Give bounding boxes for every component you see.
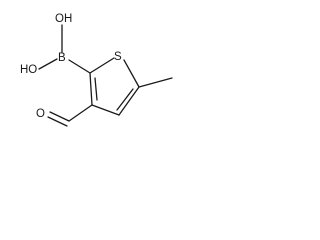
bond-c5-c4-inner <box>116 88 134 111</box>
bond-c5-methyl <box>138 77 173 88</box>
chemical-structure: OH HO B S O <box>20 13 173 127</box>
bond-c3-cho <box>68 104 93 122</box>
bond-c5-c4 <box>118 86 140 116</box>
bond-c4-c3 <box>91 104 120 116</box>
atom-oh-top: OH <box>55 13 72 25</box>
bond-cho-o <box>49 111 70 122</box>
bond-c3-c2-inner <box>94 77 98 101</box>
bond-s-c5 <box>123 59 140 88</box>
bond-c2-s <box>89 57 115 74</box>
bond-c3-c2 <box>89 72 93 106</box>
atom-labels: OH HO B S O <box>20 13 122 120</box>
bond-cho-o-inner <box>47 116 68 127</box>
bond-b-oh-left <box>38 58 58 70</box>
bonds <box>38 24 173 127</box>
atom-boron: B <box>58 52 66 64</box>
atom-sulfur: S <box>114 51 122 63</box>
atom-oh-left: HO <box>20 64 37 76</box>
atom-aldehyde-oxygen: O <box>36 108 45 120</box>
bond-b-c2 <box>68 59 91 74</box>
